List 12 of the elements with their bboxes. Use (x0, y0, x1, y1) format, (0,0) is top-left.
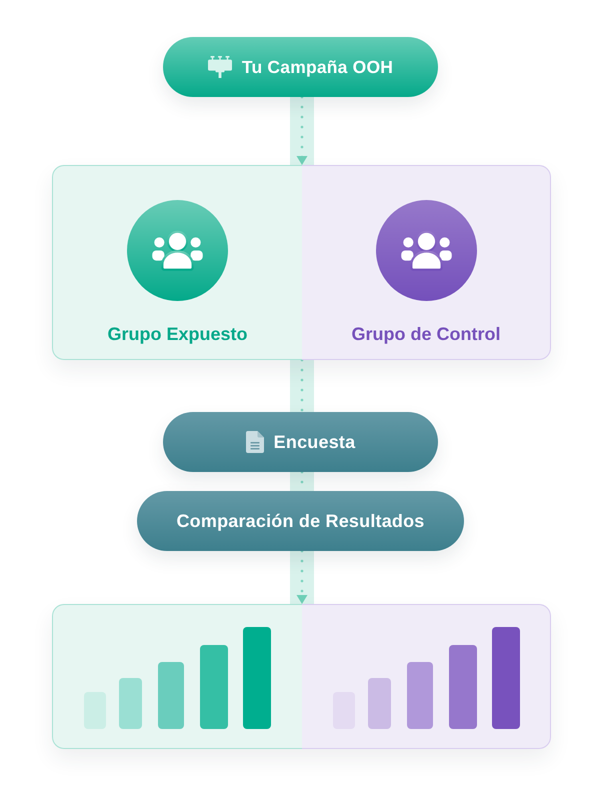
group-label: Grupo de Control (352, 323, 500, 345)
group-panel (302, 165, 551, 360)
group-label: Grupo Expuesto (108, 323, 248, 345)
dotted-arrow (290, 550, 314, 606)
step-label: Tu Campaña OOH (242, 56, 394, 78)
step-label: Comparación de Resultados (176, 510, 425, 532)
dotted-connector (290, 470, 314, 492)
step-label: Encuesta (274, 431, 356, 453)
group-panel (52, 165, 302, 360)
split-panel (52, 165, 551, 360)
dotted-arrow (290, 96, 314, 166)
dotted-connector (290, 358, 314, 414)
